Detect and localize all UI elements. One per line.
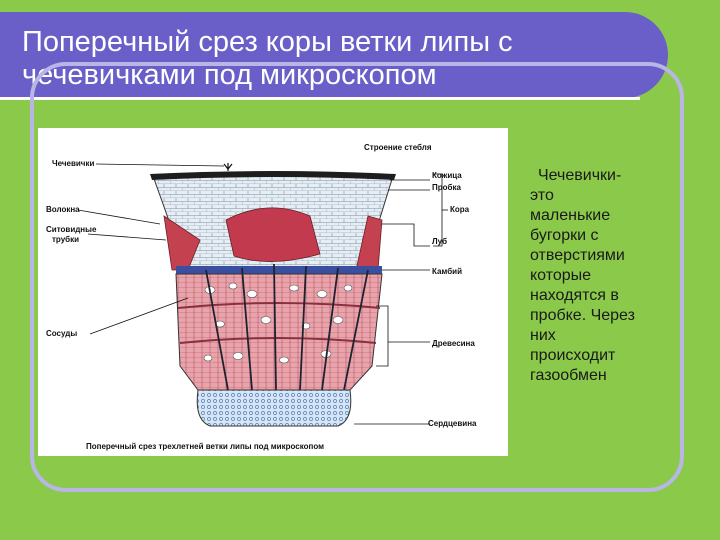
label-lenticels: Чечевички (52, 159, 94, 168)
label-pith: Сердцевина (428, 419, 477, 428)
figure-caption: Поперечный срез трехлетней ветки липы по… (86, 442, 324, 451)
pith-layer (196, 389, 352, 427)
desc-line: это (530, 187, 554, 204)
label-fibers: Волокна (46, 205, 80, 214)
title-bar (0, 12, 668, 98)
content-frame (30, 62, 684, 492)
label-cambium: Камбий (432, 267, 462, 276)
label-bast: Луб (432, 237, 447, 246)
label-skin: Кожица (432, 171, 462, 180)
desc-line: Чечевички- (538, 167, 622, 184)
cambium-layer (176, 266, 382, 274)
label-sieve-tubes-2: трубки (52, 235, 79, 244)
skin-layer (150, 171, 396, 180)
lenticels-description: Чечевички- это маленькие бугорки с отвер… (530, 166, 680, 386)
lenticel-mark (223, 163, 233, 171)
desc-line: которые (530, 267, 592, 284)
label-cork: Пробка (432, 183, 461, 192)
desc-line: маленькие (530, 207, 611, 224)
label-stem-structure: Строение стебля (364, 143, 432, 152)
stem-diagram: Строение стебля Чечевички Волокна Ситови… (46, 143, 477, 451)
desc-line: происходит (530, 347, 616, 364)
desc-line: газообмен (530, 367, 607, 384)
desc-line: находятся в (530, 287, 619, 304)
title-underline (0, 97, 640, 100)
label-vessels: Сосуды (46, 329, 77, 338)
label-sieve-tubes: Ситовидные (46, 225, 97, 234)
bast-wedge-center (225, 207, 321, 262)
desc-line: пробке. Через (530, 307, 635, 324)
desc-line: бугорки с (530, 227, 599, 244)
label-wood: Древесина (432, 339, 475, 348)
desc-line: них (530, 327, 556, 344)
desc-line: отверстиями (530, 247, 625, 264)
label-bark: Кора (450, 205, 470, 214)
medullary-rays (205, 263, 369, 391)
stem-cross-section-figure: Строение стебля Чечевички Волокна Ситови… (38, 128, 508, 456)
